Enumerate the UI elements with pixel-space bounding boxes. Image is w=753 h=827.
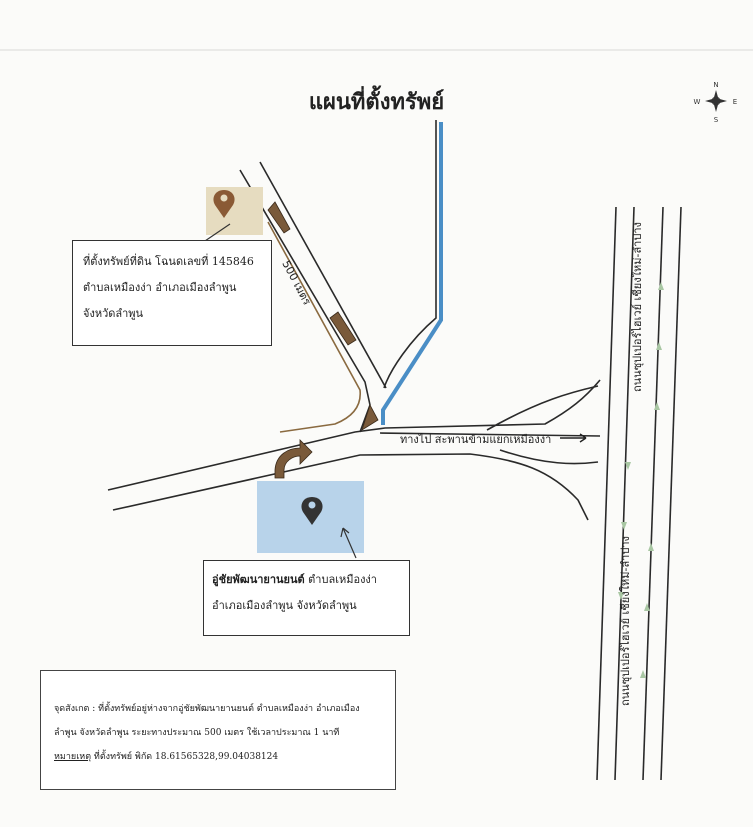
branch-road xyxy=(239,161,387,433)
road-label-upper: ถนนซุปเปอร์ไฮเวย์ เชียงใหม่-ลำปาง xyxy=(631,222,644,392)
land-pointer xyxy=(201,223,231,244)
notes-coordinates: ที่ตั้งทรัพย์ พิกัด 18.61565328,99.04038… xyxy=(91,752,279,762)
compass-rose-icon: N S E W xyxy=(694,81,738,124)
canal-road xyxy=(383,120,437,389)
notes-line3: หมายเหตุ ที่ตั้งทรัพย์ พิกัด 18.61565328… xyxy=(54,745,395,769)
compass-n-label: N xyxy=(713,81,718,89)
land-info-box: ที่ตั้งทรัพย์ที่ดิน โฉนดเลขที่ 145846 ตำ… xyxy=(72,240,272,346)
main-road xyxy=(107,379,601,521)
route-arrow-3-icon xyxy=(361,403,379,431)
direction-arrow-icon xyxy=(560,433,587,443)
land-area xyxy=(206,187,263,235)
garage-info-line1: อู่ชัยพัฒนายานยนต์ ตำบลเหมืองง่า xyxy=(212,567,409,593)
notes-box: จุดสังเกต : ที่ตั้งทรัพย์อยู่ห่างจากอู่ช… xyxy=(40,670,396,790)
garage-info-box: อู่ชัยพัฒนายานยนต์ ตำบลเหมืองง่า อำเภอเม… xyxy=(203,560,410,636)
median-arrows xyxy=(618,282,664,678)
direction-label: ทางไป สะพานข้ามแยกเหมืองง่า xyxy=(400,433,552,446)
notes-line2: ลำพูน จังหวัดลำพูน ระยะทางประมาณ 500 เมต… xyxy=(54,728,340,738)
road-label-lower: ถนนซุปเปอร์ไฮเวย์ เชียงใหม่-ลำปาง xyxy=(619,536,632,706)
turn-right-arrow-icon xyxy=(274,439,313,479)
canal xyxy=(381,122,443,425)
route-arrows xyxy=(267,201,379,479)
land-info-line1: ที่ตั้งทรัพย์ที่ดิน โฉนดเลขที่ 145846 xyxy=(83,255,254,268)
notes-line1: จุดสังเกต : ที่ตั้งทรัพย์อยู่ห่างจากอู่ช… xyxy=(54,704,360,714)
land-info-line2: ตำบลเหมืองง่า อำเภอเมืองลำพูน xyxy=(83,281,237,294)
garage-subdistrict: ตำบลเหมืองง่า xyxy=(304,573,377,586)
garage-pin-icon xyxy=(301,497,323,525)
distance-path xyxy=(267,221,361,433)
route-arrow-1-icon xyxy=(267,201,291,234)
notes-remark-label: หมายเหตุ xyxy=(54,752,92,762)
garage-info-line2: อำเภอเมืองลำพูน จังหวัดลำพูน xyxy=(212,599,357,612)
compass-w-label: W xyxy=(694,98,701,106)
garage-pointer xyxy=(340,527,357,559)
garage-name: อู่ชัยพัฒนายานยนต์ xyxy=(212,573,305,586)
compass-s-label: S xyxy=(714,116,719,124)
land-pin-icon xyxy=(213,190,235,218)
route-arrow-2-icon xyxy=(329,311,357,346)
superhighway xyxy=(596,206,682,781)
compass-e-label: E xyxy=(733,98,737,106)
map-title: แผนที่ตั้งทรัพย์ xyxy=(308,90,445,115)
land-info-line3: จังหวัดลำพูน xyxy=(83,307,144,320)
